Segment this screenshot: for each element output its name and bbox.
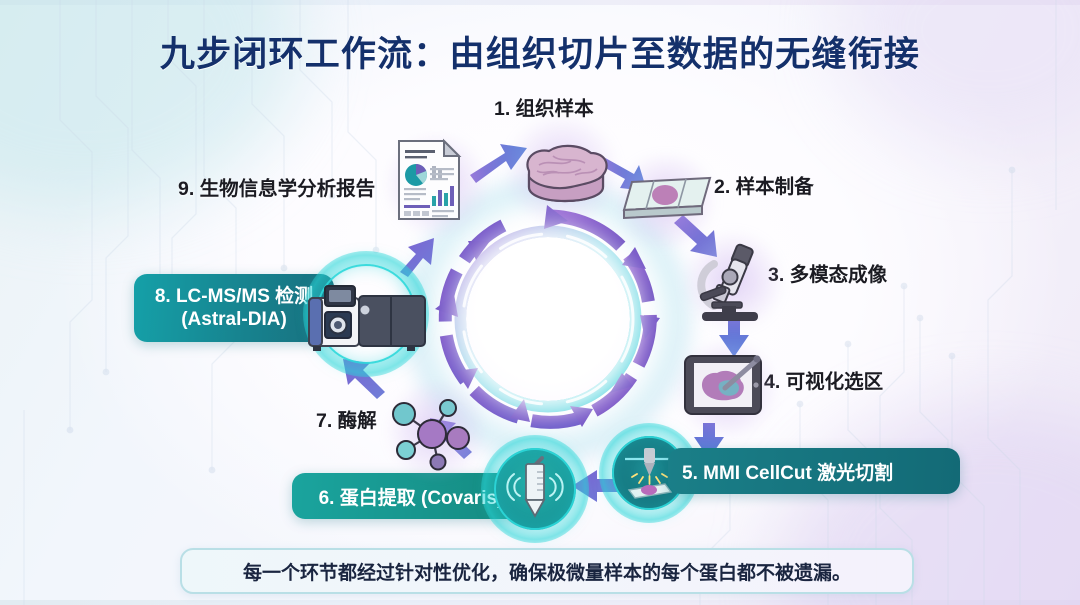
step-1-label: 1. 组织样本	[494, 98, 594, 120]
step-3-label: 3. 多模态成像	[768, 264, 888, 286]
step-7-label: 7. 酶解	[316, 410, 377, 432]
analysis-report-icon	[396, 138, 462, 222]
step-8-label-line2: (Astral-DIA)	[181, 309, 287, 330]
tissue-sample-icon	[517, 137, 613, 209]
mass-spectrometer-icon	[303, 280, 431, 354]
step-4-label: 4. 可视化选区	[764, 371, 884, 393]
step-8-label-line1: 8. LC-MS/MS 检测	[154, 285, 314, 307]
sonication-tube-icon	[481, 435, 589, 543]
step-2-label: 2. 样本制备	[714, 176, 814, 198]
microscope-slide-icon	[618, 172, 714, 228]
step-5-label: 5. MMI CellCut 激光切割	[682, 462, 894, 484]
molecule-icon	[388, 392, 480, 472]
ring-inner-core	[466, 237, 630, 401]
bottom-edge-band	[0, 600, 1080, 605]
tablet-stylus-icon	[681, 350, 769, 422]
step-5-badge: 5. MMI CellCut 激光切割	[668, 448, 960, 494]
top-edge-band	[0, 0, 1080, 5]
step-8-badge: 8. LC-MS/MS 检测 (Astral-DIA)	[134, 274, 334, 342]
step-9-label: 9. 生物信息学分析报告	[178, 178, 376, 200]
page-title: 九步闭环工作流：由组织切片至数据的无缝衔接	[159, 35, 921, 74]
puck-glow-ring-6	[494, 448, 576, 530]
step-6-label: 6. 蛋白提取 (Covaris)	[318, 487, 504, 509]
microscope-icon	[690, 240, 770, 324]
footer-caption: 每一个环节都经过针对性优化，确保极微量样本的每个蛋白都不被遗漏。	[180, 548, 914, 594]
